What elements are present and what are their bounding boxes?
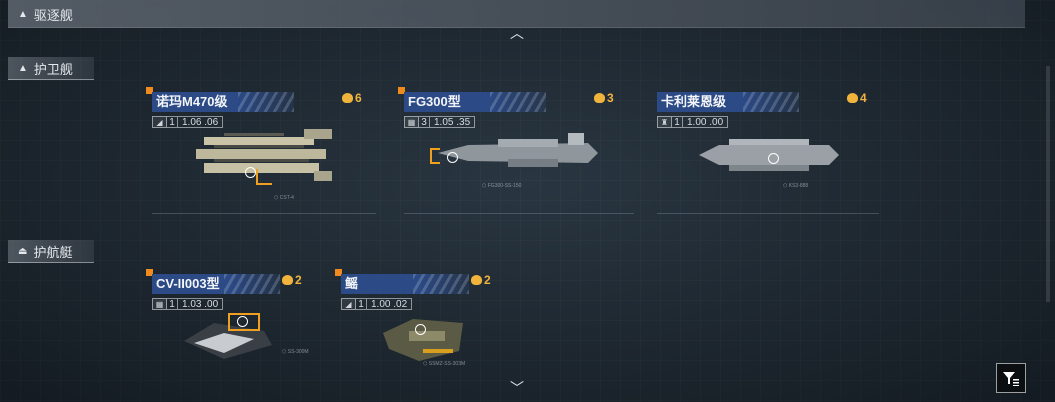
ship-count: 4 bbox=[847, 91, 867, 105]
ship-level: 1 bbox=[356, 298, 367, 310]
ship-card-fg300[interactable]: FG300型 3 ▦ 3 1.05 .35 ⬡ FG300-SS-150 bbox=[398, 87, 638, 222]
destroyer-section-bar[interactable] bbox=[8, 0, 1025, 28]
ship-card-norma-m470[interactable]: 诺玛M470级 6 ◢ 1 1.06 .06 ⬡ CST-4 bbox=[146, 87, 376, 222]
new-marker bbox=[398, 87, 405, 94]
target-ring-icon bbox=[447, 152, 458, 163]
ship-stats: ♜ 1 1.00 .00 bbox=[657, 115, 729, 129]
scroll-up-chevron-icon[interactable]: ︿ bbox=[510, 25, 524, 41]
ship-card-ray[interactable]: 鳐 2 ◢ 1 1.00 .02 ⬡ SSMZ-SS-303M bbox=[335, 269, 520, 389]
ship-count: 6 bbox=[342, 91, 362, 105]
crest-icon bbox=[471, 275, 482, 285]
crest-icon bbox=[282, 275, 293, 285]
tower-icon: ♜ bbox=[657, 116, 672, 128]
new-marker bbox=[146, 87, 153, 94]
new-marker bbox=[146, 269, 153, 276]
collapse-triangle-icon: ▲ bbox=[18, 8, 28, 20]
filter-icon bbox=[1003, 372, 1019, 386]
scroll-down-chevron-icon[interactable]: ﹀ bbox=[510, 380, 524, 396]
ship-count: 2 bbox=[282, 273, 302, 287]
ship-stats: ◢ 1 1.00 .02 bbox=[341, 297, 413, 311]
target-ring-icon bbox=[245, 167, 256, 178]
crest-icon bbox=[342, 93, 353, 103]
target-ring-icon bbox=[768, 153, 779, 164]
ship-ratio: 1.06 .06 bbox=[178, 116, 224, 128]
ship-id-tag: ⬡ FG300-SS-150 bbox=[482, 183, 522, 189]
ship-blueprint-image bbox=[196, 129, 332, 181]
blueprint-scale-line bbox=[404, 213, 634, 214]
ship-id-tag: ⬡ KS3-888 bbox=[783, 183, 809, 189]
ship-ratio: 1.03 .00 bbox=[178, 298, 224, 310]
ship-card-cv-ii003[interactable]: CV-II003型 2 ▦ 1 1.03 .00 ⬡ SS-300M bbox=[146, 269, 331, 389]
corvette-section-label: 护航艇 bbox=[33, 244, 73, 260]
hull-icon: ◢ bbox=[341, 298, 356, 310]
ship-name: FG300型 bbox=[404, 92, 546, 112]
corvette-section-header[interactable]: ⏏ 护航艇 bbox=[8, 240, 94, 263]
ship-blueprint-image bbox=[438, 133, 598, 167]
destroyer-section-header[interactable]: ▲ 驱逐舰 bbox=[8, 3, 83, 25]
ship-ratio: 1.05 .35 bbox=[430, 116, 476, 128]
ship-name: 诺玛M470级 bbox=[152, 92, 294, 112]
ship-card-karilain[interactable]: 卡利莱恩级 4 ♜ 1 1.00 .00 ⬡ KS3-888 bbox=[651, 87, 881, 222]
ship-stats: ◢ 1 1.06 .06 bbox=[152, 115, 224, 129]
ship-name: CV-II003型 bbox=[152, 274, 280, 294]
destroyer-section-label: 驱逐舰 bbox=[33, 7, 73, 23]
frigate-section-label: 护卫舰 bbox=[33, 61, 73, 77]
grid-icon: ▦ bbox=[152, 298, 167, 310]
blueprint-scale-line bbox=[657, 213, 879, 214]
target-ring-icon bbox=[237, 316, 248, 327]
ship-stats: ▦ 3 1.05 .35 bbox=[404, 115, 476, 129]
ship-id-tag: ⬡ CST-4 bbox=[274, 195, 294, 201]
new-marker bbox=[335, 269, 342, 276]
filter-button[interactable] bbox=[996, 363, 1026, 393]
ship-ratio: 1.00 .02 bbox=[367, 298, 413, 310]
hull-icon: ◢ bbox=[152, 116, 167, 128]
ship-level: 1 bbox=[167, 298, 178, 310]
ship-count: 2 bbox=[471, 273, 491, 287]
ship-id-tag: ⬡ SS-300M bbox=[282, 349, 309, 355]
ship-level: 1 bbox=[167, 116, 178, 128]
ship-name: 鳐 bbox=[341, 274, 469, 294]
target-bracket bbox=[430, 148, 440, 164]
target-ring-icon bbox=[415, 324, 426, 335]
crest-icon bbox=[594, 93, 605, 103]
ship-count: 3 bbox=[594, 91, 614, 105]
target-bracket bbox=[256, 169, 272, 185]
ship-blueprint-image bbox=[184, 323, 272, 359]
ship-blueprint-image bbox=[383, 319, 463, 361]
scrollbar[interactable] bbox=[1046, 66, 1050, 302]
ship-id-tag: ⬡ SSMZ-SS-303M bbox=[423, 361, 466, 367]
blueprint-scale-line bbox=[152, 213, 376, 214]
ship-ratio: 1.00 .00 bbox=[683, 116, 729, 128]
ship-level: 3 bbox=[419, 116, 430, 128]
target-bracket bbox=[228, 313, 260, 331]
collapse-eject-icon: ⏏ bbox=[18, 245, 28, 257]
crest-icon bbox=[847, 93, 858, 103]
collapse-triangle-icon: ▲ bbox=[18, 62, 28, 74]
ship-stats: ▦ 1 1.03 .00 bbox=[152, 297, 224, 311]
ship-level: 1 bbox=[672, 116, 683, 128]
frigate-section-header[interactable]: ▲ 护卫舰 bbox=[8, 57, 94, 80]
grid-icon: ▦ bbox=[404, 116, 419, 128]
ship-name: 卡利莱恩级 bbox=[657, 92, 799, 112]
